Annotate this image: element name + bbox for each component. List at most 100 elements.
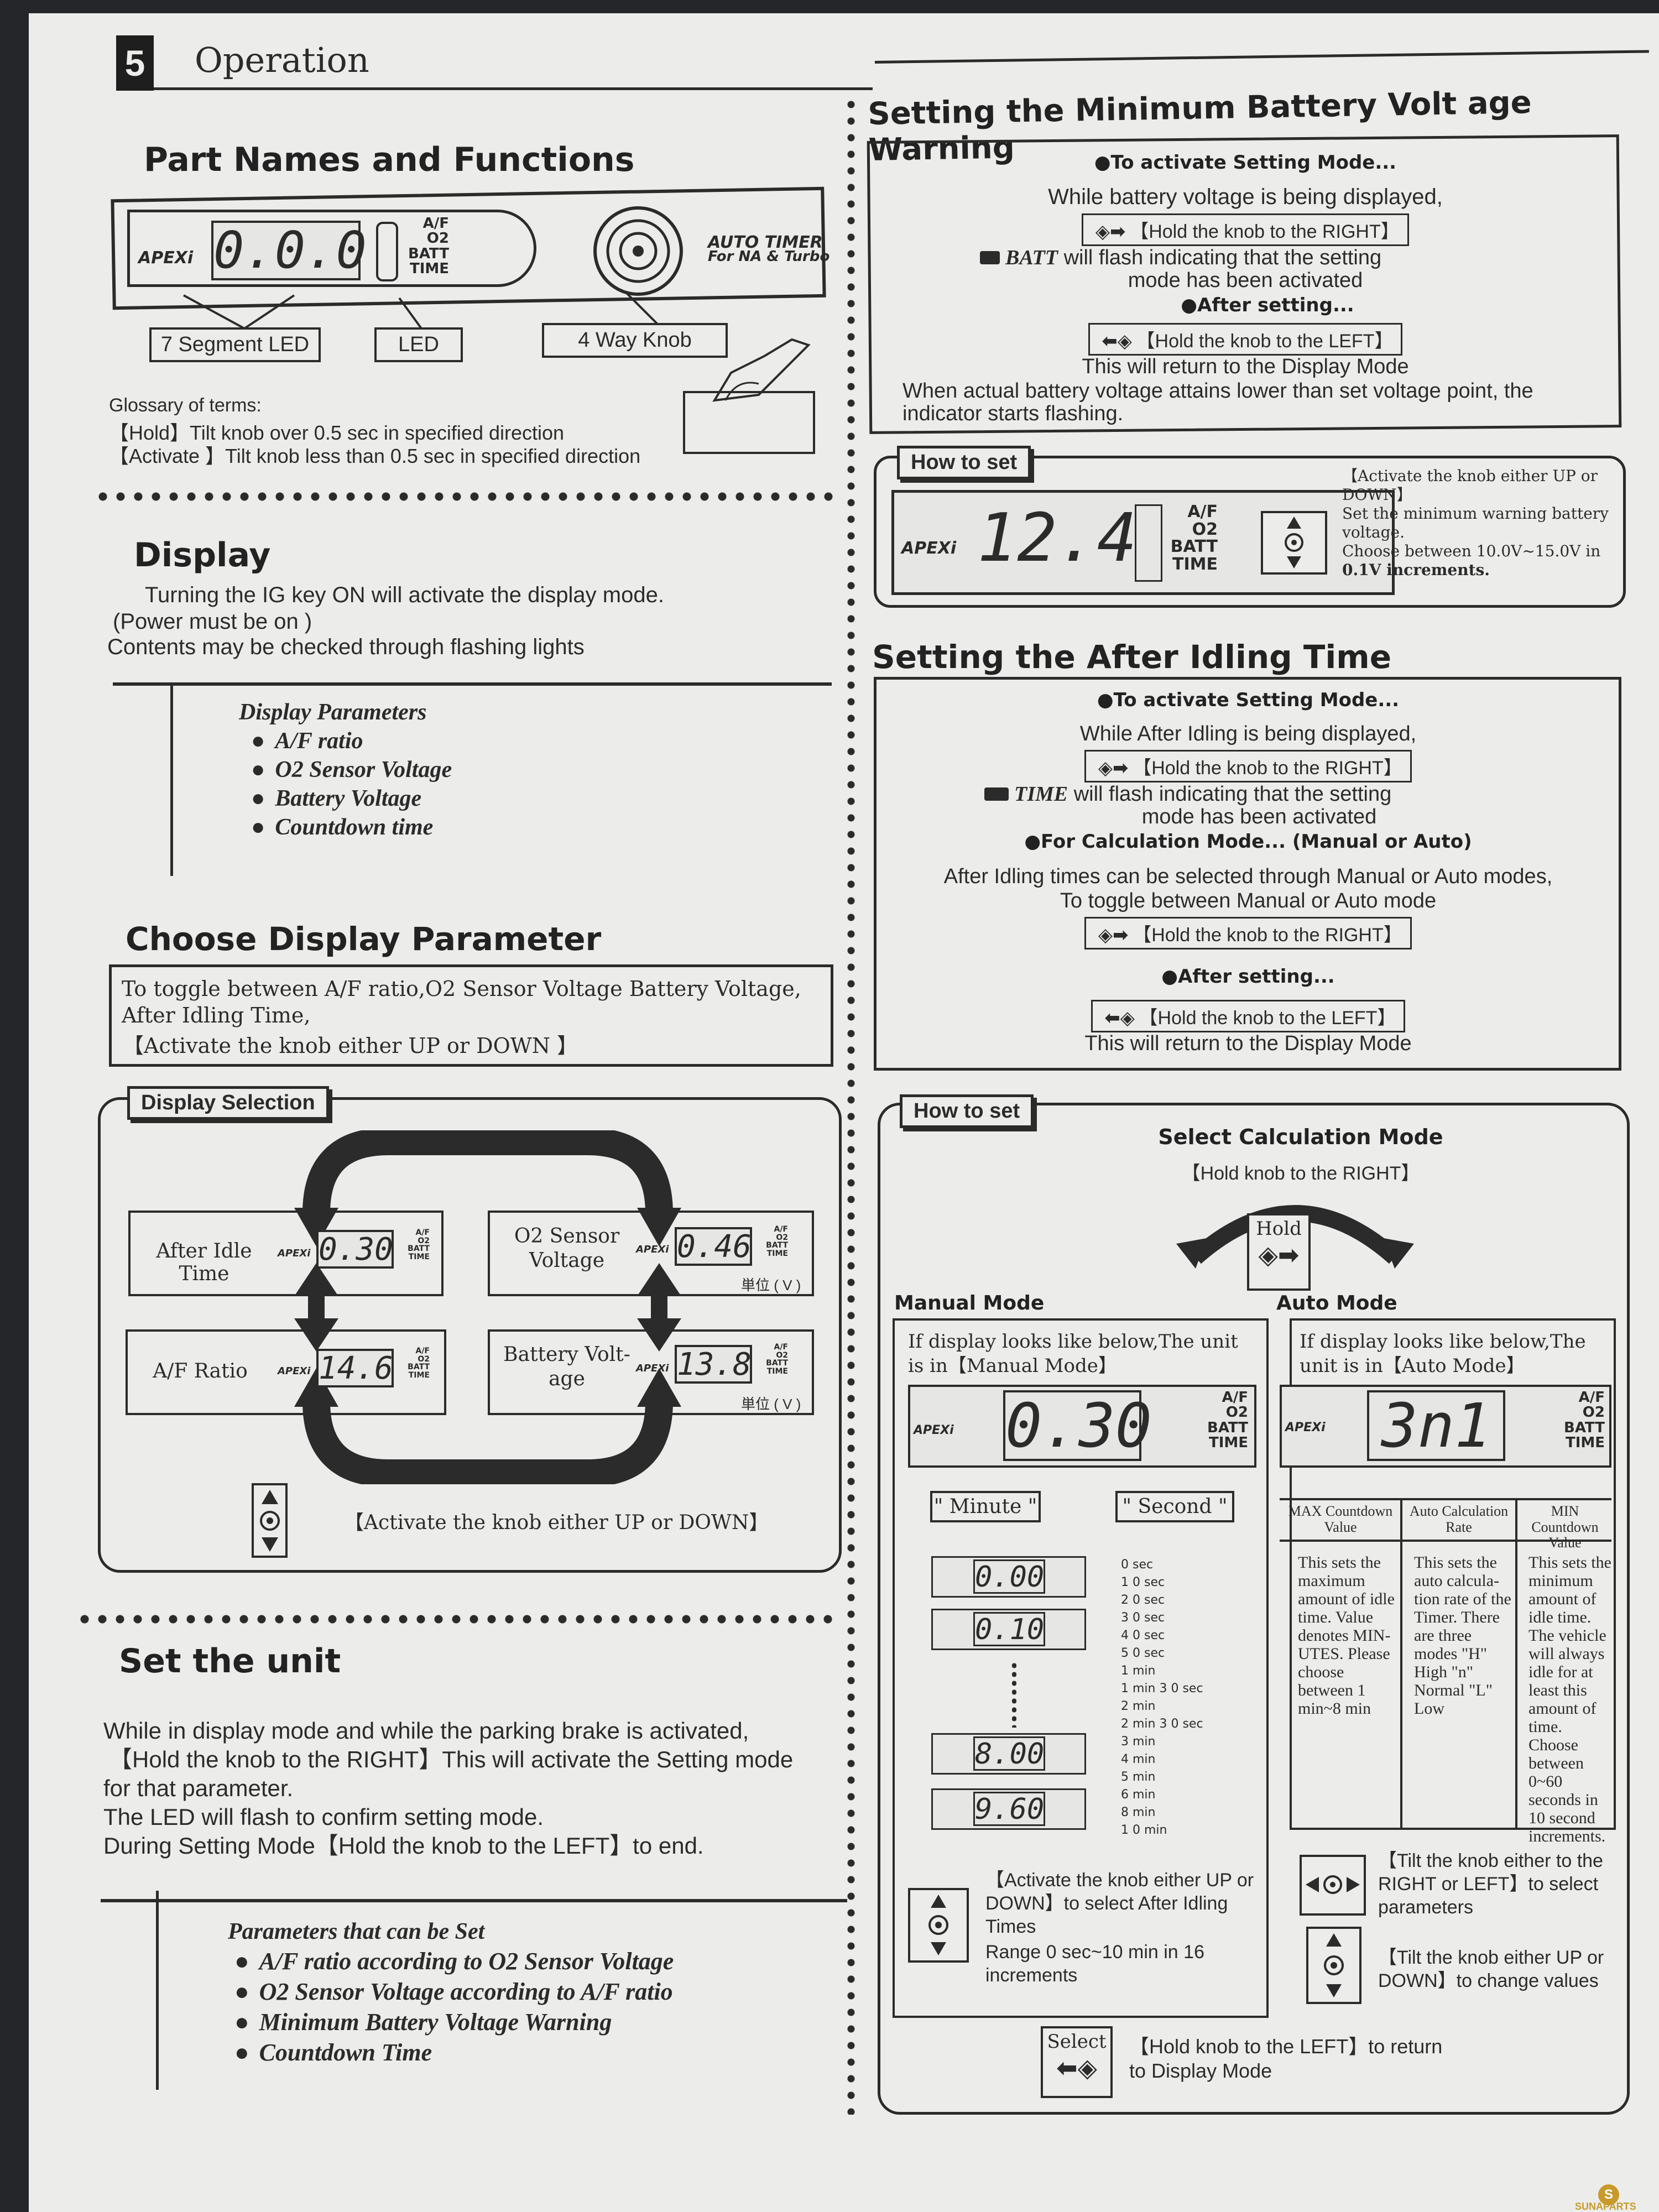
manual-ind-time: TIME xyxy=(1208,1434,1248,1451)
display-title: Display xyxy=(134,536,271,575)
battery-while-text: While battery voltage is being displayed… xyxy=(1048,185,1443,209)
auto-ind-time: TIME xyxy=(1565,1434,1605,1451)
display-selection-frame xyxy=(98,1097,842,1573)
set-unit-line-1: While in display mode and while the park… xyxy=(103,1718,749,1744)
set-unit-line-5: During Setting Mode【Hold the knob to the… xyxy=(103,1833,704,1859)
display-line-3: Contents may be checked through flashing… xyxy=(107,635,585,659)
second-label: " Second " xyxy=(1115,1491,1234,1522)
battery-knob-updown-icon xyxy=(1261,511,1327,575)
set-unit-line-4: The LED will flash to confirm setting mo… xyxy=(103,1804,544,1830)
battery-lcd-value: 12.4 xyxy=(977,500,1137,577)
choose-param-title: Choose Display Parameter xyxy=(126,920,602,958)
ind-2-time: TIME xyxy=(766,1249,788,1259)
ind-2-batt: BATT xyxy=(766,1241,788,1250)
idle-knob-right-icon-2: ◈➡ xyxy=(1098,925,1129,946)
ind-3-batt: BATT xyxy=(408,1363,430,1372)
glossary-title: Glossary of terms: xyxy=(109,395,262,416)
battery-howto-frame xyxy=(874,456,1626,608)
battery-ind-o2: O2 xyxy=(1192,519,1218,539)
selection-display-o2: 0.46 xyxy=(675,1227,752,1266)
label-led: LED xyxy=(374,327,463,362)
time-item-9: 2 min 3 0 sec xyxy=(1121,1717,1203,1731)
knob-right-icon: ◈➡ xyxy=(1095,221,1126,242)
sample-value-3: 8.00 xyxy=(973,1736,1045,1771)
idle-hold-left[interactable]: ⬅◈【Hold the knob to the LEFT】 xyxy=(880,1000,1616,1032)
battery-flash-line-1: BATT will flash indicating that the sett… xyxy=(980,246,1381,270)
instruction-sheet: 5 Operation Part Names and Functions APE… xyxy=(29,13,1659,2212)
batt-flash-text: will flash indicating that the setting xyxy=(1063,246,1382,269)
calc-hold-icon[interactable]: Hold ◈➡ xyxy=(1247,1213,1311,1291)
manual-range: Range 0 sec~10 min in 16 increments xyxy=(985,1942,1204,1986)
battery-hold-left[interactable]: ⬅◈【Hold the knob to the LEFT】 xyxy=(880,323,1610,356)
selection-label-after-idle: After Idle Time xyxy=(156,1240,252,1285)
sample-value-1: 0.00 xyxy=(973,1559,1045,1594)
time-item-11: 4 min xyxy=(1121,1752,1156,1766)
selection-display-after-idle: 0.30 xyxy=(316,1230,394,1269)
time-item-1: 1 0 sec xyxy=(1121,1575,1165,1589)
selection-item-battery xyxy=(488,1329,814,1415)
display-selection-tag: Display Selection xyxy=(127,1086,329,1120)
set-unit-title: Set the unit xyxy=(119,1642,341,1681)
idle-time-box xyxy=(874,677,1621,1071)
ind-3-time: TIME xyxy=(408,1371,430,1380)
battery-return-text: This will return to the Display Mode xyxy=(1082,355,1409,378)
idle-hold-right-label: 【Hold the knob to the RIGHT】 xyxy=(1133,758,1402,779)
part-names-title: Part Names and Functions xyxy=(144,140,635,179)
selection-display-battery: 13.8 xyxy=(675,1345,752,1384)
battery-howto-line-4: voltage. xyxy=(1342,523,1405,541)
battery-howto-line-2: DOWN】 xyxy=(1342,486,1412,504)
section-number-badge: 5 xyxy=(116,35,154,91)
idle-calc-text-1: After Idling times can be selected throu… xyxy=(943,865,1553,888)
time-item-14: 8 min xyxy=(1121,1806,1156,1819)
display-line-1: Turning the IG key ON will activate the … xyxy=(145,583,664,607)
choose-param-box xyxy=(109,964,833,1067)
idle-hold-right-2[interactable]: ◈➡【Hold the knob to the RIGHT】 xyxy=(880,917,1616,950)
device-brand-logo: APEXi xyxy=(138,248,194,268)
auto-lcd-brand: APEXi xyxy=(1285,1421,1326,1434)
device-7seg-display: 0.0.0 xyxy=(211,221,367,280)
auto-tilt-updown: 【Tilt the knob either UP or DOWN】to chan… xyxy=(1378,1947,1604,1991)
selection-unit-o2: 単位 ( V ) xyxy=(741,1277,801,1293)
product-subtitle: For NA & Turbo xyxy=(708,248,830,265)
glossary-hold: 【Hold】Tilt knob over 0.5 sec in specifie… xyxy=(109,421,565,444)
battery-ind-batt: BATT xyxy=(1170,537,1218,556)
auto-mode-box xyxy=(1290,1318,1616,1830)
display-line-2: (Power must be on ) xyxy=(113,609,312,634)
auto-col-2-body: This sets the auto calcula-tion rate of … xyxy=(1414,1553,1511,1718)
selection-label-battery: Battery Volt-age xyxy=(503,1343,630,1390)
select-return-instruction: 【Hold knob to the LEFT】to return to Disp… xyxy=(1129,2035,1443,2082)
battery-howto-text: 【Activate the knob either UP or DOWN】 Se… xyxy=(1342,467,1630,580)
header-rule xyxy=(154,87,873,90)
ind-3-af: A/F xyxy=(415,1347,430,1355)
manual-instruction: 【Activate the knob either UP or DOWN】to … xyxy=(985,1870,1254,1937)
glossary-activate: 【Activate 】Tilt knob less than 0.5 sec i… xyxy=(109,445,641,467)
idle-hold-right[interactable]: ◈➡【Hold the knob to the RIGHT】 xyxy=(880,750,1616,782)
hold-left-button[interactable]: ⬅◈【Hold the knob to the LEFT】 xyxy=(1088,323,1403,356)
batt-led-icon xyxy=(980,251,1000,264)
manual-ind-o2: O2 xyxy=(1225,1404,1248,1421)
hold-right-button[interactable]: ◈➡【Hold the knob to the RIGHT】 xyxy=(1082,213,1409,246)
time-item-6: 1 min xyxy=(1121,1664,1156,1678)
idle-hold-right-button[interactable]: ◈➡【Hold the knob to the RIGHT】 xyxy=(1084,750,1412,782)
idle-after-head: ●After setting... xyxy=(1161,966,1335,988)
calc-hold-word: Hold xyxy=(1256,1218,1302,1240)
time-item-12: 5 min xyxy=(1121,1770,1156,1784)
set-param-countdown: Countdown Time xyxy=(234,2038,432,2067)
manual-ind-batt: BATT xyxy=(1207,1419,1248,1436)
auto-ind-o2: O2 xyxy=(1582,1404,1605,1421)
battery-howto-line-1: 【Activate the knob either UP or xyxy=(1342,467,1598,485)
idle-howto-tag: How to set xyxy=(900,1094,1034,1128)
idle-return-text: This will return to the Display Mode xyxy=(1084,1032,1412,1055)
watermark-text: SUNAPARTS xyxy=(1575,2201,1636,2212)
idle-mode-toggle-button[interactable]: ◈➡【Hold the knob to the RIGHT】 xyxy=(1084,917,1412,950)
selection-brand-2: APEXi xyxy=(636,1244,669,1255)
idle-hold-left-button[interactable]: ⬅◈【Hold the knob to the LEFT】 xyxy=(1091,1000,1406,1032)
battery-hold-right[interactable]: ◈➡【Hold the knob to the RIGHT】 xyxy=(880,213,1610,246)
time-item-4: 4 0 sec xyxy=(1121,1629,1165,1642)
selection-brand-1: APEXi xyxy=(278,1248,311,1259)
label-7-segment-led: 7 Segment LED xyxy=(149,327,321,362)
select-return-icon[interactable]: Select ⬅◈ xyxy=(1041,2026,1113,2098)
battery-howto-tag: How to set xyxy=(897,446,1031,479)
ind-1-batt: BATT xyxy=(408,1244,430,1254)
